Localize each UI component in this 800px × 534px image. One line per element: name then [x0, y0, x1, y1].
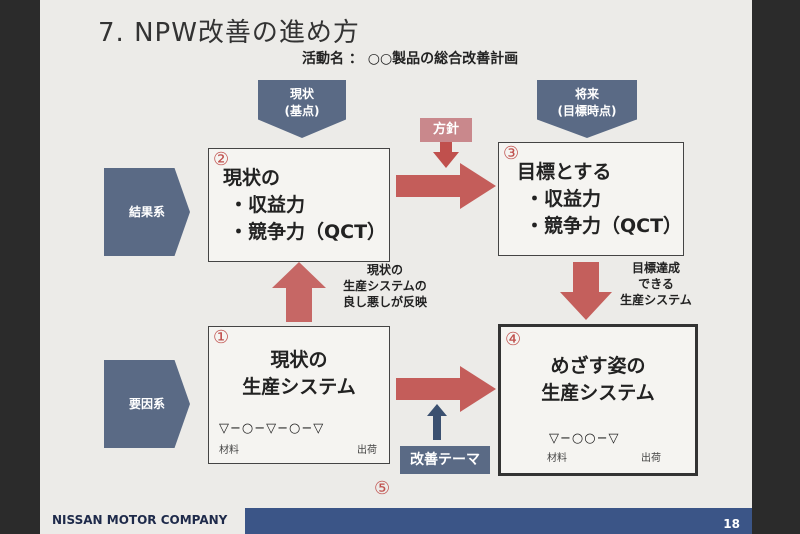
box1-text: 現状の 生産システム [209, 347, 389, 401]
result-right-arrow [396, 163, 496, 209]
reflect-note-line2: 生産システムの [343, 279, 427, 293]
current-header-line1: 現状 [289, 87, 314, 101]
box4-number: ④ [505, 329, 522, 350]
slide-title: 7. NPW改善の進め方 [98, 18, 360, 48]
footer-bar: 18 [245, 508, 752, 534]
box1-number: ① [213, 327, 230, 348]
target-result-box: ③ 目標とする ・収益力 ・競争力（QCT） [498, 142, 684, 256]
box4-line1: めざす姿の [550, 355, 646, 377]
theme-number: ⑤ [374, 478, 391, 499]
slide: 7. NPW改善の進め方 活動名 ： ○○製品の総合改善計画 現状 (基点) 将… [40, 0, 752, 534]
future-header: 将来 (目標時点) [537, 80, 637, 138]
target-note-line2: できる [638, 277, 674, 291]
policy-down-arrow [433, 142, 459, 168]
reflect-up-arrow [272, 262, 326, 322]
policy-tag: 方針 [420, 118, 472, 142]
theme-up-arrow [427, 404, 447, 440]
reflect-note: 現状の 生産システムの 良し悪しが反映 [330, 262, 440, 310]
target-down-arrow [560, 262, 612, 320]
current-system-box: ① 現状の 生産システム ▽−○−▽−○−▽ 材料 出荷 [208, 326, 390, 464]
box1-sequence: ▽−○−▽−○−▽ [219, 421, 325, 436]
box3-line3: ・競争力（QCT） [525, 215, 683, 237]
box1-line1: 現状の [270, 349, 328, 371]
box1-material-label: 材料 [219, 445, 239, 456]
box2-line1: 現状の [223, 167, 281, 189]
box3-line2: ・収益力 [525, 188, 602, 210]
reflect-note-line3: 良し悪しが反映 [342, 295, 427, 309]
target-note-line1: 目標達成 [631, 261, 680, 275]
box4-shipping-label: 出荷 [641, 453, 661, 464]
box1-shipping-label: 出荷 [357, 445, 377, 456]
footer: NISSAN MOTOR COMPANY 18 [40, 505, 752, 534]
target-note: 目標達成 できる 生産システム [608, 260, 704, 308]
box2-line3: ・競争力（QCT） [229, 221, 387, 243]
improvement-theme-tag: 改善テーマ [400, 446, 490, 474]
future-header-line1: 将来 [574, 87, 599, 101]
page-number: 18 [723, 517, 740, 531]
activity-name: 活動名 ： ○○製品の総合改善計画 [302, 51, 519, 67]
box2-number: ② [213, 149, 230, 170]
target-system-box: ④ めざす姿の 生産システム ▽−○○−▽ 材料 出荷 [498, 324, 698, 476]
box3-line1: 目標とする [517, 161, 612, 183]
box1-line2: 生産システム [242, 376, 356, 398]
box4-line2: 生産システム [541, 382, 655, 404]
box3-number: ③ [503, 143, 520, 164]
result-row-label: 結果系 [104, 168, 190, 256]
box4-material-label: 材料 [547, 453, 567, 464]
current-result-box: ② 現状の ・収益力 ・競争力（QCT） [208, 148, 390, 262]
box3-text: 目標とする ・収益力 ・競争力（QCT） [517, 159, 682, 240]
box2-text: 現状の ・収益力 ・競争力（QCT） [223, 165, 386, 246]
system-right-arrow [396, 366, 496, 412]
company-name: NISSAN MOTOR COMPANY [52, 513, 228, 527]
future-header-line2: (目標時点) [557, 104, 617, 118]
box2-line2: ・収益力 [229, 194, 306, 216]
box4-sequence: ▽−○○−▽ [549, 431, 620, 446]
box4-text: めざす姿の 生産システム [501, 353, 695, 407]
cause-row-label: 要因系 [104, 360, 190, 448]
reflect-note-line1: 現状の [366, 263, 403, 277]
current-header-line2: (基点) [284, 104, 320, 118]
current-header: 現状 (基点) [258, 80, 346, 138]
target-note-line3: 生産システム [620, 293, 692, 307]
